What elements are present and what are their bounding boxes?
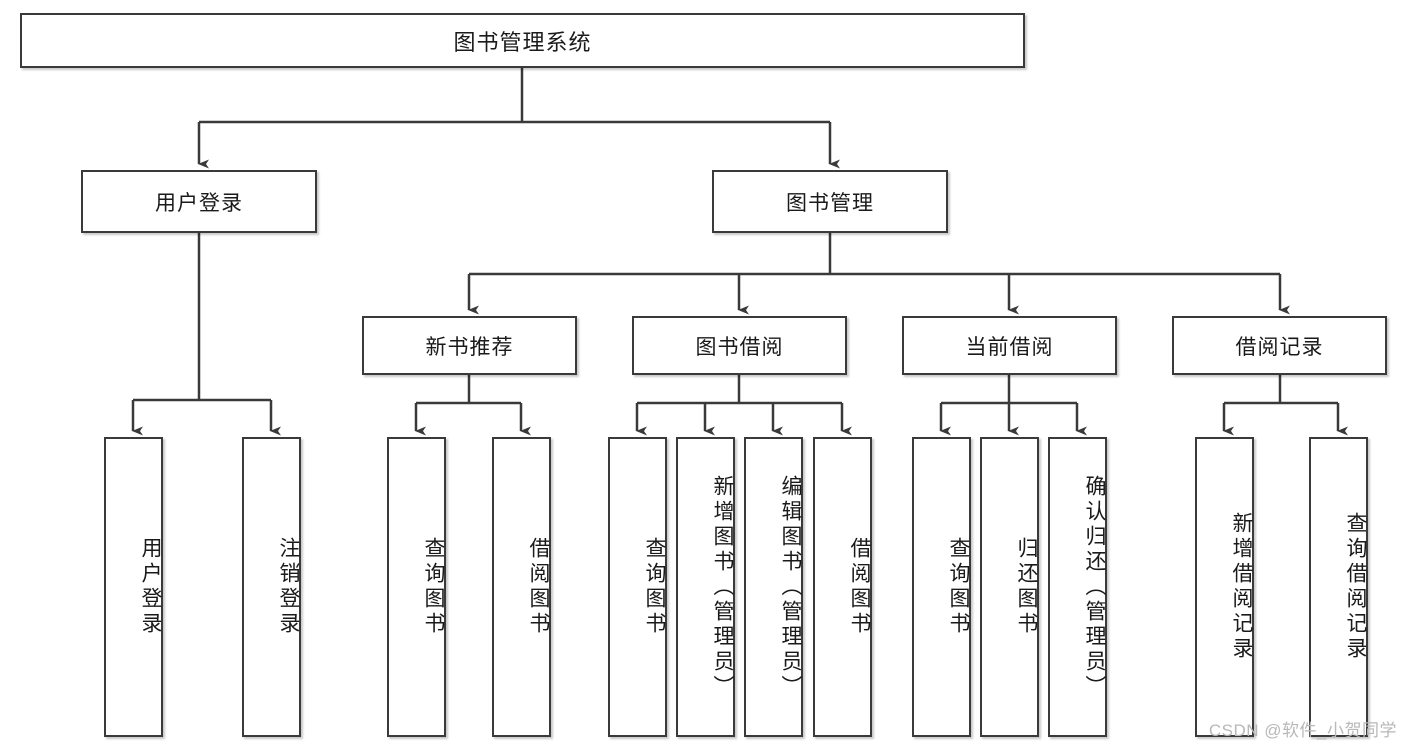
node-label: 借阅记录 (1235, 335, 1324, 359)
node-current-borrow[interactable]: 当前借阅 (902, 316, 1117, 375)
node-leaf-borrow-book-2[interactable]: 借阅图书 (813, 437, 872, 737)
node-label: 查询借阅记录 (1344, 512, 1367, 662)
node-leaf-add-record[interactable]: 新增借阅记录 (1195, 437, 1254, 737)
node-label: 新书推荐 (425, 335, 514, 359)
node-label: 当前借阅 (965, 335, 1054, 359)
node-leaf-query-record[interactable]: 查询借阅记录 (1309, 437, 1368, 737)
node-label: 注销登录 (277, 537, 300, 637)
node-label: 用户登录 (155, 191, 243, 215)
node-leaf-query-book-3[interactable]: 查询图书 (912, 437, 971, 737)
node-label: 编辑图书（管理员） (779, 474, 802, 700)
node-label: 用户登录 (139, 537, 162, 637)
node-user-login[interactable]: 用户登录 (81, 170, 317, 233)
node-label: 新增借阅记录 (1230, 512, 1253, 662)
node-book-borrow[interactable]: 图书借阅 (632, 316, 847, 375)
node-label: 借阅图书 (848, 537, 871, 637)
node-label: 图书借阅 (695, 335, 784, 359)
node-borrow-record[interactable]: 借阅记录 (1172, 316, 1387, 375)
node-leaf-return-book[interactable]: 归还图书 (980, 437, 1039, 737)
node-leaf-logout-login[interactable]: 注销登录 (242, 437, 301, 737)
node-leaf-confirm-return[interactable]: 确认归还（管理员） (1048, 437, 1107, 737)
node-leaf-borrow-book-1[interactable]: 借阅图书 (492, 437, 551, 737)
node-leaf-edit-book[interactable]: 编辑图书（管理员） (744, 437, 803, 737)
node-label: 新增图书（管理员） (711, 474, 734, 700)
node-label: 图书管理 (786, 191, 874, 215)
node-label: 查询图书 (947, 537, 970, 637)
node-root-system[interactable]: 图书管理系统 (20, 13, 1025, 68)
node-label: 确认归还（管理员） (1083, 474, 1106, 700)
node-label: 归还图书 (1015, 537, 1038, 637)
csdn-watermark: CSDN @软件_小贺同学 (1208, 721, 1397, 740)
node-leaf-query-book-2[interactable]: 查询图书 (608, 437, 667, 737)
node-label: 查询图书 (643, 537, 666, 637)
node-leaf-query-book-1[interactable]: 查询图书 (387, 437, 446, 737)
node-label: 查询图书 (422, 537, 445, 637)
node-label: 借阅图书 (527, 537, 550, 637)
node-new-book-recommend[interactable]: 新书推荐 (362, 316, 577, 375)
node-label: 图书管理系统 (453, 29, 592, 55)
node-leaf-add-book[interactable]: 新增图书（管理员） (676, 437, 735, 737)
node-book-manage[interactable]: 图书管理 (712, 170, 948, 233)
node-leaf-user-login[interactable]: 用户登录 (104, 437, 163, 737)
